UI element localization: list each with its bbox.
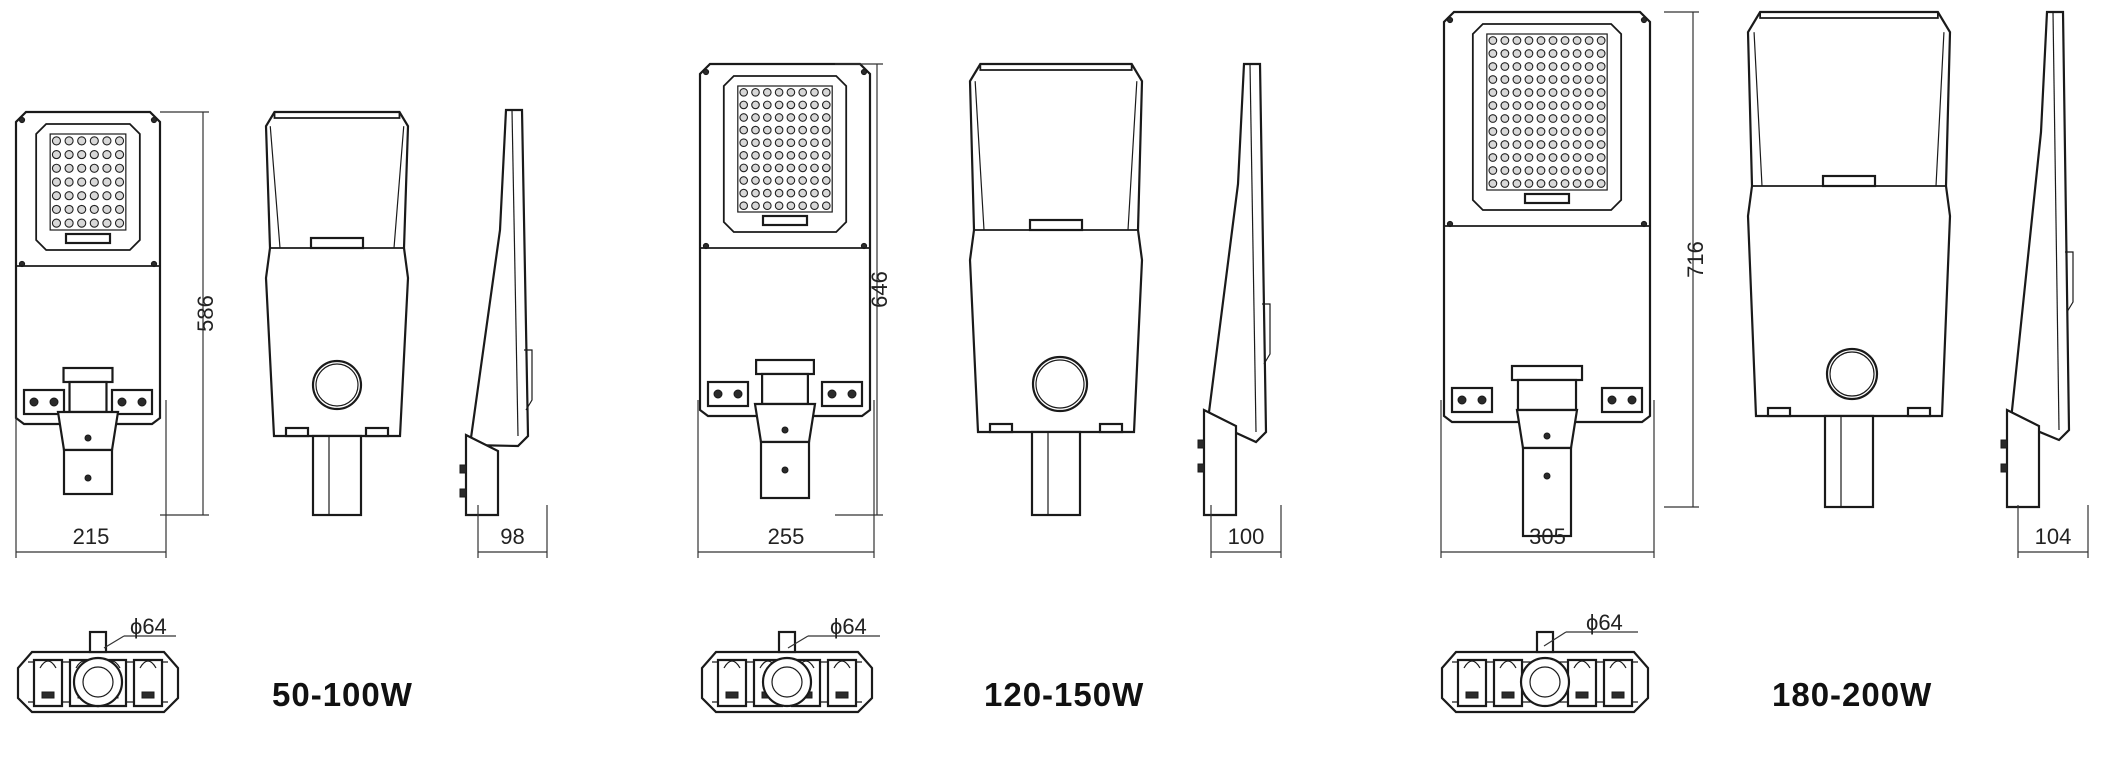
diameter-callout: ϕ64 (787, 614, 880, 649)
depth-dimension: 100 (1228, 524, 1265, 549)
height-dimension: 646 (867, 271, 892, 308)
wattage-label: 180-200W (1772, 676, 1932, 713)
front-view (14, 110, 162, 496)
width-dimension: 255 (768, 524, 805, 549)
model-180-200w: 305 716 104 ϕ64 180-200W (1440, 10, 2089, 714)
rear-view (264, 110, 410, 517)
side-view (2000, 10, 2074, 509)
side-view (1197, 62, 1271, 517)
wattage-label: 50-100W (272, 676, 413, 713)
height-dimension: 716 (1683, 241, 1708, 278)
diameter-callout: ϕ64 (103, 614, 176, 649)
rear-view (1746, 10, 1952, 509)
model-120-150w: 255 646 100 ϕ64 120-150W (697, 62, 1282, 714)
bottom-view (1440, 630, 1650, 714)
wattage-label: 120-150W (984, 676, 1144, 713)
height-dimension: 586 (193, 295, 218, 332)
diameter-label: ϕ64 (830, 614, 867, 639)
bottom-view (700, 630, 874, 714)
width-dimension: 215 (73, 524, 110, 549)
side-view (459, 108, 533, 517)
width-dimension: 305 (1529, 524, 1566, 549)
diameter-label: ϕ64 (1586, 610, 1623, 635)
diameter-callout: ϕ64 (1543, 610, 1638, 647)
diameter-label: ϕ64 (130, 614, 167, 639)
model-50-100w: 215 586 98 ϕ64 50-100W (14, 108, 548, 714)
depth-dimension: 98 (500, 524, 524, 549)
depth-dimension: 104 (2035, 524, 2072, 549)
rear-view (968, 62, 1144, 517)
front-view (1442, 10, 1652, 538)
front-view (698, 62, 872, 500)
bottom-view (16, 630, 180, 714)
